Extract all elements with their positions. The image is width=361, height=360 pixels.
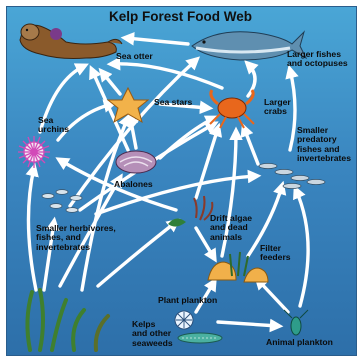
sea-otter-icon: [20, 24, 122, 59]
plant-plankton-icon: [175, 311, 193, 329]
arrow-drift-to-crab: [196, 128, 218, 198]
label-sea-otter: Sea otter: [116, 52, 153, 61]
arrow-smallpred-to-fish: [290, 70, 295, 150]
diagram-title: Kelp Forest Food Web: [0, 9, 361, 24]
sea-urchin-icon: [18, 136, 50, 168]
label-larger-fishes: Larger fishes and octopuses: [287, 50, 348, 69]
label-sea-urchins: Sea urchins: [38, 116, 69, 135]
arrow-star-to-otter: [102, 72, 120, 94]
diatom-icon: [178, 333, 222, 343]
filter-feeders-icon: [208, 252, 268, 282]
abalone-icon: [116, 151, 156, 173]
label-drift-algae: Drift algae and dead animals: [210, 214, 252, 242]
label-abalones: Abalones: [114, 180, 153, 189]
label-plant-plankton: Plant plankton: [158, 296, 217, 305]
food-web-arrows: [28, 38, 308, 326]
label-kelps: Kelps and other seaweeds: [132, 320, 173, 348]
kelp-icon: [27, 290, 108, 350]
label-larger-crabs: Larger crabs: [264, 98, 291, 117]
arrow-animalplk-to-filter: [258, 280, 288, 312]
arrow-plantplk-to-animalplk: [218, 322, 278, 326]
label-animal-plankton: Animal plankton: [266, 338, 333, 347]
predatory-fishes-icon: [259, 163, 325, 188]
label-filter-feeders: Filter feeders: [260, 244, 291, 263]
arrow-smallpred-to-crab: [244, 128, 258, 164]
arrow-kelp-to-urchin: [28, 168, 36, 290]
label-sea-stars: Sea stars: [154, 98, 192, 107]
small-fishes-icon: [42, 190, 82, 213]
arrow-crab-to-otter: [112, 64, 222, 88]
arrow-animalplk-to-smallpred: [296, 190, 308, 306]
animal-plankton-icon: [284, 310, 308, 335]
label-smaller-herbivores: Smaller herbivores, fishes, and inverteb…: [36, 224, 116, 252]
label-smaller-predatory: Smaller predatory fishes and invertebrat…: [297, 126, 351, 164]
arrow-fish-to-otter: [126, 38, 188, 44]
